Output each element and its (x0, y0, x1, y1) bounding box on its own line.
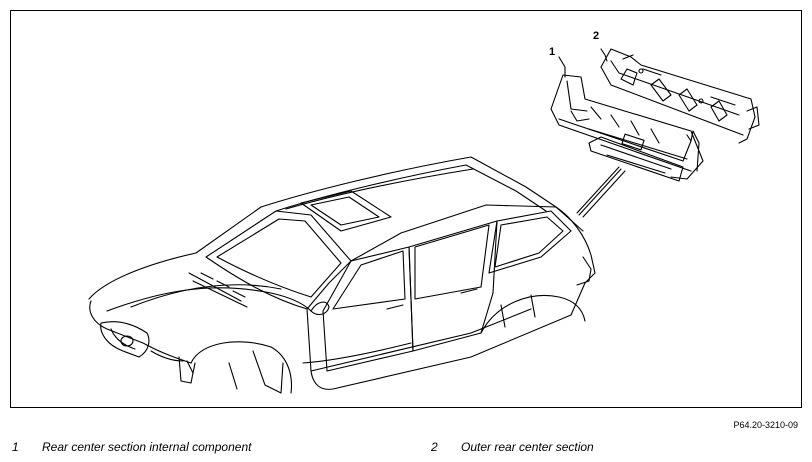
callout-label-2: 2 (593, 30, 599, 42)
legend-number: 2 (431, 440, 438, 454)
leader-line (576, 166, 626, 218)
diagram-frame: 1 2 (10, 10, 802, 408)
callout-leaders (558, 48, 608, 78)
legend-number: 1 (12, 440, 19, 454)
legend-item-1: 1 Rear center section internal component (12, 440, 251, 454)
legend-item-2: 2 Outer rear center section (431, 440, 594, 454)
car-body-shell (88, 156, 596, 394)
component-1-internal-panel (550, 74, 704, 182)
component-2-outer-panel (600, 48, 760, 144)
callout-label-1: 1 (549, 46, 555, 58)
legend-description: Rear center section internal component (42, 440, 252, 454)
figure-code: P64.20-3210-09 (733, 420, 798, 430)
car-body-illustration: 1 2 (88, 30, 760, 394)
legend-description: Outer rear center section (461, 440, 594, 454)
